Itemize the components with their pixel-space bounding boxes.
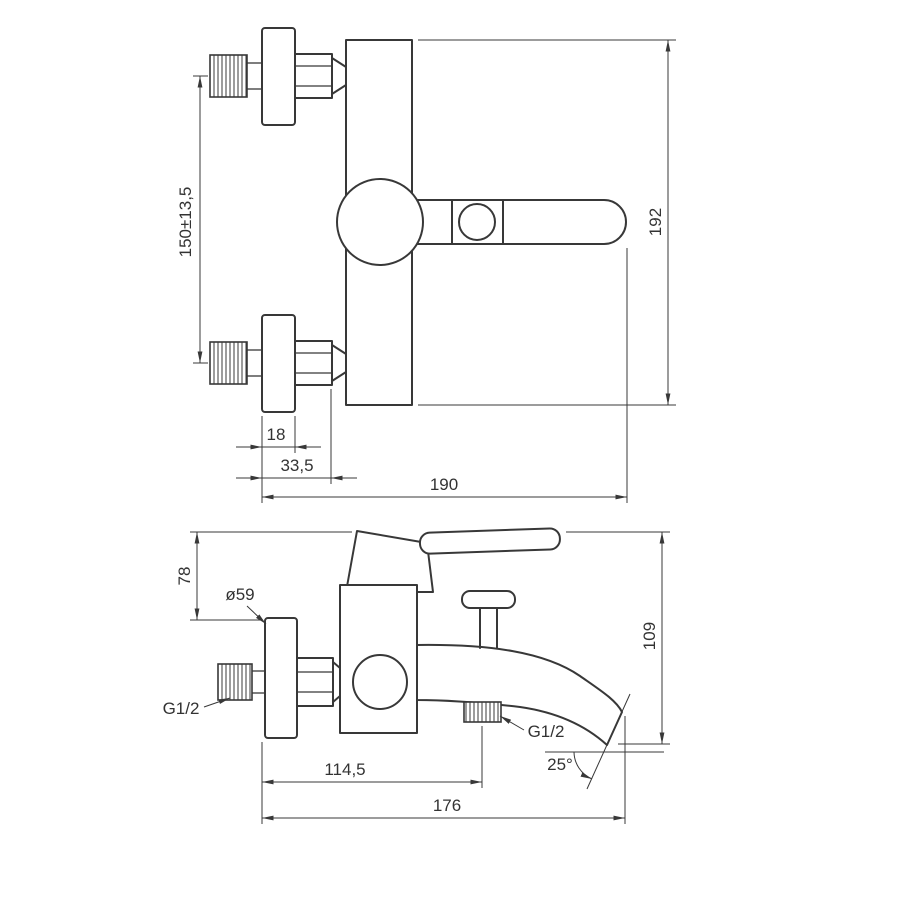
dim-label-overall-depth: 176: [433, 796, 461, 815]
threaded-stub-side: [217, 663, 253, 701]
shower-outlet-knurl: [463, 701, 502, 723]
threaded-stub-top: [209, 54, 248, 98]
dim-label-shower-outlet-thread: G1/2: [528, 722, 565, 741]
diverter-knob: [461, 590, 516, 649]
dim-label-total-height: 192: [646, 208, 665, 236]
bottom-inlet-union: [209, 314, 347, 413]
hex-nut-side: [296, 657, 334, 707]
dim-shower-outlet-thread: G1/2: [499, 715, 565, 741]
dim-flange-nut-depth: 33,5: [236, 389, 357, 484]
dim-label-inlet-thread: G1/2: [163, 699, 200, 718]
handle-lever-front: [411, 199, 627, 245]
dim-flange-diameter: ø59: [225, 585, 267, 625]
dim-label-flange-nut-depth: 33,5: [280, 456, 313, 475]
dim-label-spout-end-angle: 25°: [547, 755, 573, 774]
top-inlet-union: [209, 27, 347, 126]
dim-overall-depth: 176: [262, 716, 626, 824]
wall-flange-bottom: [261, 314, 296, 413]
handle-hub-front: [336, 178, 424, 266]
hex-nut-bottom: [294, 340, 333, 386]
dim-label-center-distance: 150±13,5: [176, 187, 195, 258]
dim-label-total-width: 190: [430, 475, 458, 494]
dim-total-height: 192: [418, 39, 676, 406]
wall-flange-side: [264, 617, 298, 739]
dim-spout-reach: 114,5: [261, 726, 483, 824]
dim-label-flange-diameter: ø59: [225, 585, 254, 604]
handle-lever-side: [418, 527, 561, 555]
dim-label-flange-depth: 18: [267, 425, 286, 444]
threaded-stub-bottom: [209, 341, 248, 385]
hex-nut-top: [294, 53, 333, 99]
dim-label-spout-reach: 114,5: [324, 760, 365, 779]
spout: [416, 643, 623, 746]
diverter-cap: [461, 590, 516, 609]
wall-flange-top: [261, 27, 296, 126]
dim-center-distance: 150±13,5: [176, 75, 208, 364]
dim-total-width: 190: [262, 248, 628, 503]
side-inlet-union: [217, 617, 341, 739]
dim-inlet-thread: G1/2: [163, 697, 231, 718]
dim-spout-end-angle: 25°: [545, 693, 664, 790]
body-cartridge-circle: [352, 654, 408, 710]
dim-overall-height: 109: [566, 531, 670, 745]
side-view: 78 ø59 G1/2 109 114,5 G1/2: [163, 527, 670, 824]
dim-handle-top-height: 78: [175, 531, 352, 621]
front-view: 150±13,5 192 18 33,5 190: [176, 27, 676, 503]
dim-label-overall-height: 109: [640, 622, 659, 650]
dim-label-handle-top-height: 78: [175, 567, 194, 586]
handle-screw-cap: [458, 203, 496, 241]
dim-flange-depth: 18: [236, 416, 321, 503]
